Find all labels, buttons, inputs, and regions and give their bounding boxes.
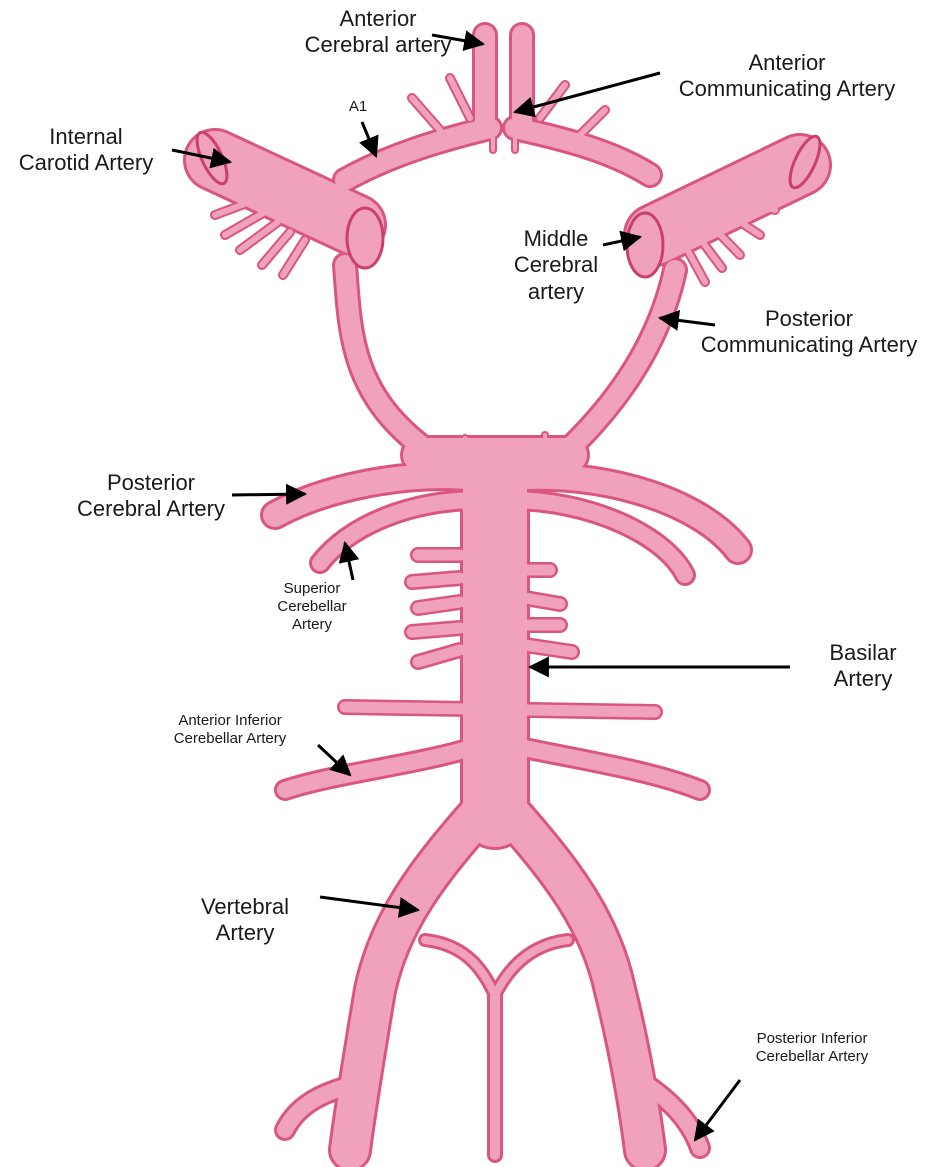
label-posterior-communicating-artery: Posterior Communicating Artery — [682, 306, 936, 359]
label-basilar-artery: Basilar Artery — [808, 640, 918, 693]
arrow-posterior-inferior-cerebellar — [695, 1080, 740, 1140]
label-anterior-cerebral-artery: Anterior Cerebral artery — [290, 6, 466, 59]
label-posterior-inferior-cerebellar-artery: Posterior Inferior Cerebellar Artery — [732, 1030, 892, 1066]
arrow-anterior-communicating — [515, 73, 660, 112]
label-vertebral-artery: Vertebral Artery — [180, 894, 310, 947]
label-superior-cerebellar-artery: Superior Cerebellar Artery — [262, 580, 362, 634]
middle-cerebral-opening-left — [347, 208, 383, 268]
label-a1: A1 — [338, 98, 378, 116]
label-posterior-cerebral-artery: Posterior Cerebral Artery — [56, 470, 246, 523]
label-internal-carotid-artery: Internal Carotid Artery — [4, 124, 168, 177]
middle-cerebral-opening-right — [627, 213, 663, 277]
arrow-a1 — [362, 122, 376, 156]
label-anterior-inferior-cerebellar-artery: Anterior Inferior Cerebellar Artery — [150, 712, 310, 748]
label-anterior-communicating-artery: Anterior Communicating Artery — [660, 50, 914, 103]
label-middle-cerebral-artery: Middle Cerebral artery — [500, 226, 612, 305]
